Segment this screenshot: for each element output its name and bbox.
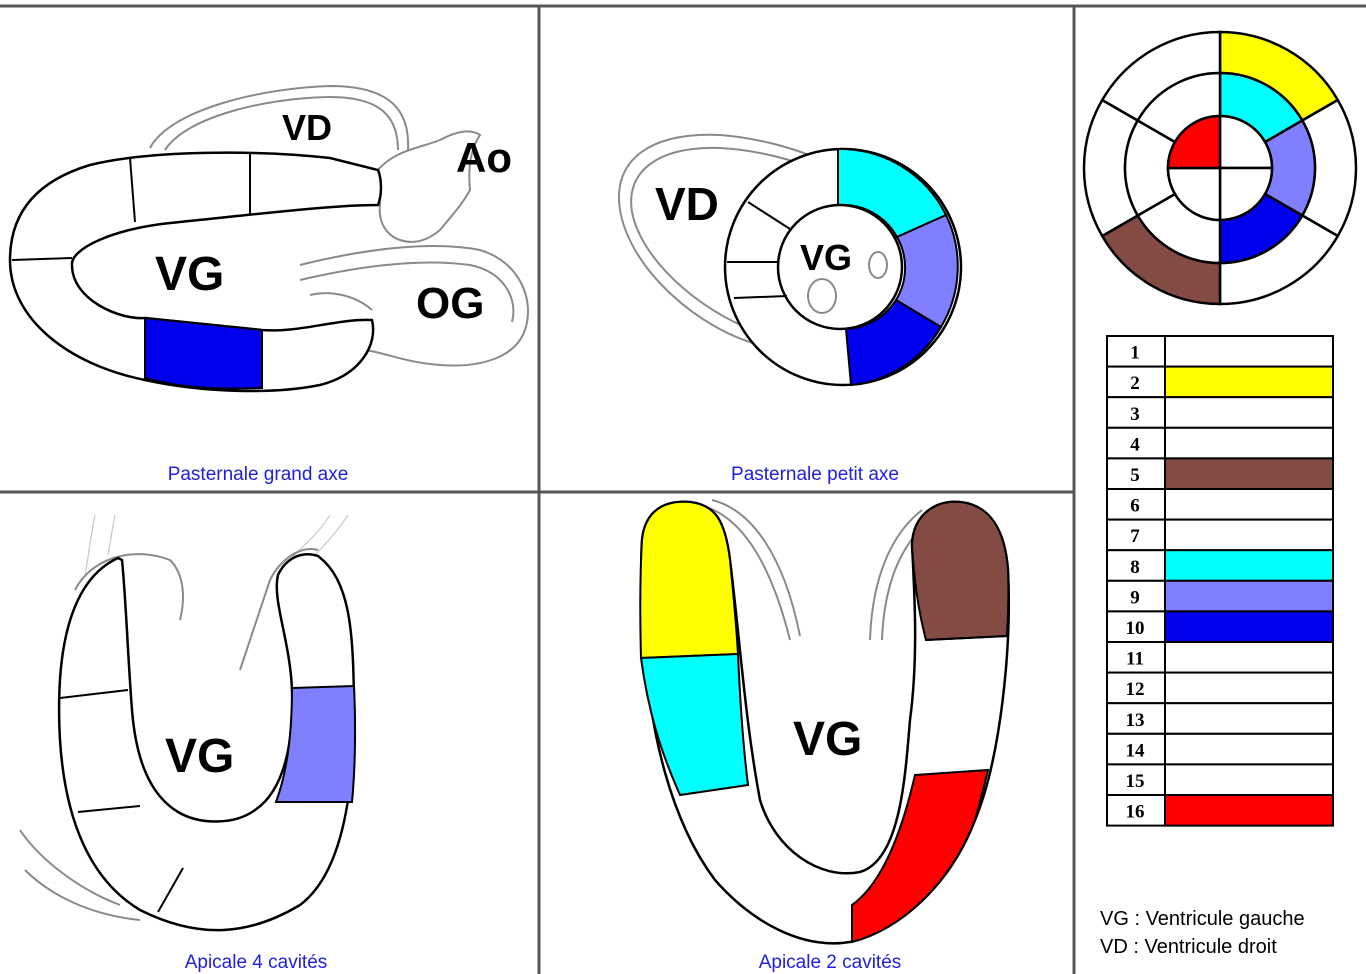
table-color-swatch xyxy=(1164,518,1334,552)
label-vg: VG xyxy=(793,713,862,766)
abbreviation-legend: VG : Ventricule gauche VD : Ventricule d… xyxy=(1100,908,1305,958)
table-segment-number: 10 xyxy=(1126,618,1145,639)
label-vg: VG xyxy=(800,237,852,278)
table-segment-number: 7 xyxy=(1130,526,1140,547)
table-color-swatch xyxy=(1164,641,1334,674)
segment-apical-lateral xyxy=(274,684,357,803)
label-vg: VG xyxy=(155,248,224,301)
ring-segment-blue xyxy=(844,298,943,387)
segment-basal-inferior xyxy=(910,500,1010,642)
label-vd: VD xyxy=(655,178,719,230)
segment-mid-anterior xyxy=(639,652,750,797)
label-og: OG xyxy=(416,279,484,328)
label-vg: VG xyxy=(165,730,234,783)
table-segment-number: 6 xyxy=(1130,496,1140,517)
table-segment-number: 11 xyxy=(1126,649,1144,670)
panel-apical-4-chamber: VG Apicale 4 cavités xyxy=(19,514,357,973)
lv-wall xyxy=(57,553,356,932)
bullseye-apical-segment-16 xyxy=(1166,114,1222,170)
segment-basal-inferolateral xyxy=(144,316,263,390)
label-ao: Ao xyxy=(456,134,512,181)
panel-apical-2-chamber: VG Apicale 2 cavités xyxy=(639,499,1011,973)
legend-vd: VD : Ventricule droit xyxy=(1100,936,1277,958)
table-color-swatch xyxy=(1164,763,1334,797)
table-segment-number: 12 xyxy=(1126,679,1145,700)
table-segment-number: 8 xyxy=(1130,557,1140,578)
table-color-swatch xyxy=(1164,549,1334,582)
legend-vg: VG : Ventricule gauche xyxy=(1100,908,1305,930)
table-segment-number: 16 xyxy=(1126,802,1145,823)
table-color-swatch xyxy=(1164,732,1334,766)
caption-parasternal-short-axis: Pasternale petit axe xyxy=(731,464,899,485)
panel-parasternal-long-axis: VD Ao VG OG Pasternale grand axe xyxy=(8,84,529,485)
table-number-cell xyxy=(1106,641,1166,674)
table-color-swatch xyxy=(1164,488,1334,521)
table-color-swatch xyxy=(1164,457,1334,490)
table-color-swatch xyxy=(1164,702,1334,735)
table-color-swatch xyxy=(1164,396,1334,429)
table-color-swatch xyxy=(1164,579,1334,613)
label-vd: VD xyxy=(282,107,332,148)
table-segment-number: 3 xyxy=(1130,404,1140,425)
table-segment-number: 5 xyxy=(1130,465,1140,486)
segment-apical-inferior xyxy=(851,768,990,944)
table-number-cell xyxy=(1106,335,1166,368)
table-segment-number: 15 xyxy=(1126,771,1145,792)
table-segment-number: 9 xyxy=(1130,587,1140,608)
table-color-swatch xyxy=(1164,335,1334,368)
table-color-swatch xyxy=(1164,426,1334,460)
table-segment-number: 2 xyxy=(1130,373,1140,394)
table-segment-number: 14 xyxy=(1126,740,1146,761)
caption-apical-2-chamber: Apicale 2 cavités xyxy=(759,952,902,973)
table-number-cell xyxy=(1106,671,1166,705)
table-segment-number: 4 xyxy=(1130,434,1140,455)
table-color-swatch xyxy=(1164,365,1334,399)
table-color-swatch xyxy=(1164,610,1334,644)
table-color-swatch xyxy=(1164,794,1334,827)
table-number-cell xyxy=(1106,763,1166,797)
aorta-shape xyxy=(376,130,482,243)
table-color-swatch xyxy=(1164,671,1334,705)
caption-parasternal-long-axis: Pasternale grand axe xyxy=(168,464,349,485)
caption-apical-4-chamber: Apicale 4 cavités xyxy=(185,952,328,973)
table-segment-number: 13 xyxy=(1126,710,1145,731)
panel-parasternal-short-axis: VD VG Pasternale petit axe xyxy=(617,133,963,485)
segment-basal-anterior xyxy=(639,500,740,660)
panel-grid xyxy=(0,4,1366,974)
table-segment-number: 1 xyxy=(1130,343,1140,364)
table-number-cell xyxy=(1106,702,1166,735)
bullseye-polar-map xyxy=(1082,30,1358,306)
